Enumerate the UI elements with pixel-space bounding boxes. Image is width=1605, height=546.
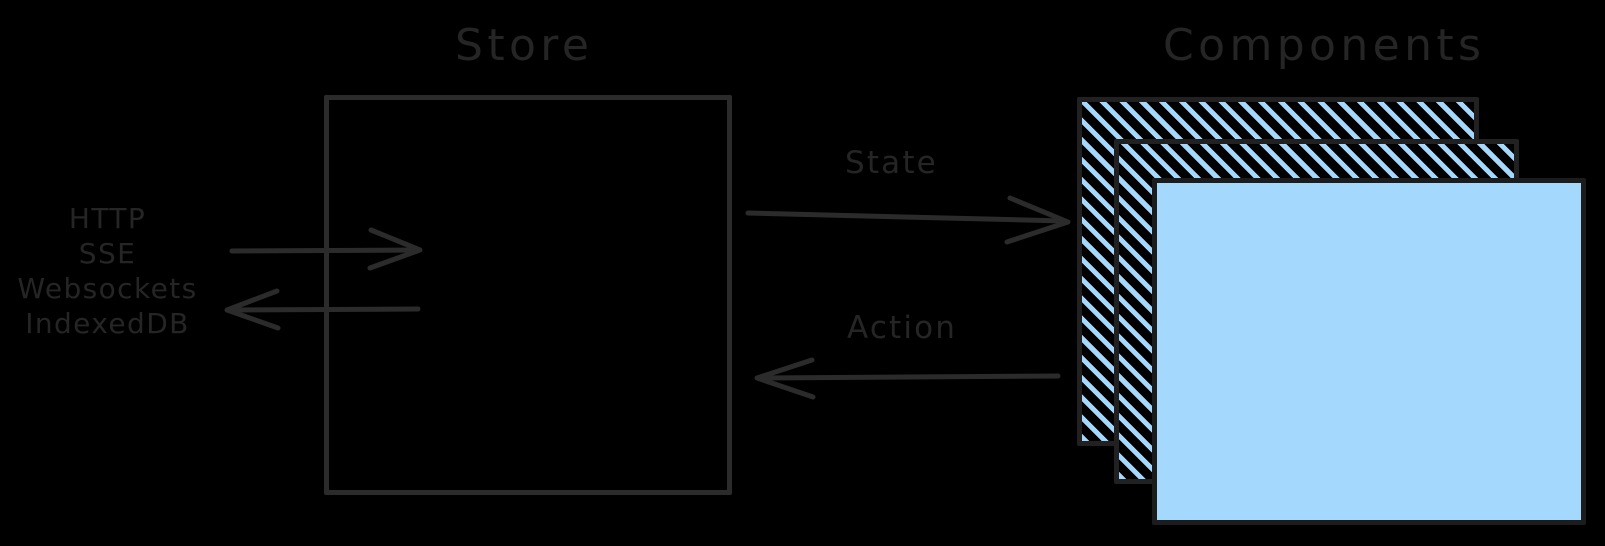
protocol-label-indexeddb: IndexedDB xyxy=(25,307,190,340)
store-box xyxy=(324,95,732,495)
protocol-label-group: HTTP SSE Websockets IndexedDB xyxy=(0,205,215,345)
arrow-state xyxy=(745,195,1071,245)
store-title: Store xyxy=(455,20,594,71)
edge-label-action: Action xyxy=(847,310,958,346)
component-box-front xyxy=(1152,178,1586,525)
protocol-label-sse: SSE xyxy=(78,237,137,270)
components-title: Components xyxy=(1163,20,1486,71)
protocol-label-http: HTTP xyxy=(68,202,147,235)
edge-label-state: State xyxy=(845,145,938,181)
arrow-action xyxy=(754,357,1061,400)
protocol-label-websockets: Websockets xyxy=(17,272,198,305)
